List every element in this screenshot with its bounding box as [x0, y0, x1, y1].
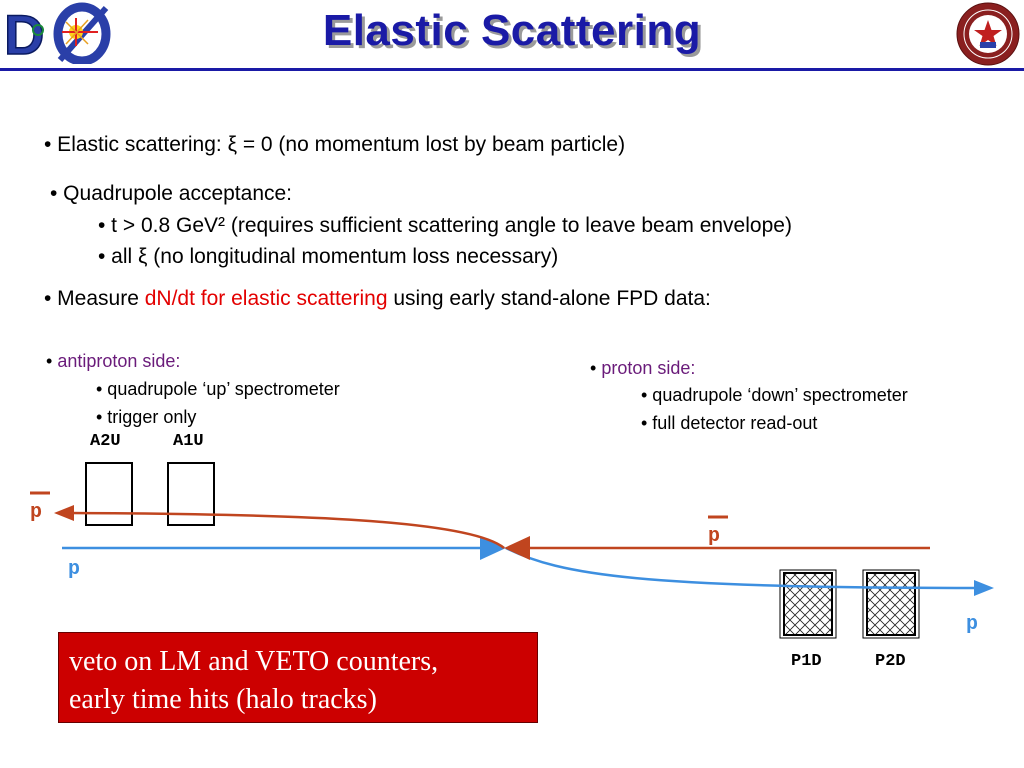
proton-side-label: proton side: [601, 358, 696, 378]
scattered-proton-track [505, 546, 981, 590]
bullet-measure: • Measure dN/dt for elastic scattering u… [44, 287, 711, 311]
scattered-proton-arrowhead [974, 580, 994, 596]
veto-note-line2: early time hits (halo tracks) [69, 684, 377, 715]
bullet-measure-suffix: using early stand-alone FPD data: [387, 287, 711, 310]
label-p2d: P2D [875, 652, 906, 671]
bullet-quadrupole-acceptance: • Quadrupole acceptance: [50, 182, 293, 205]
label-pbar-left: p [30, 501, 43, 524]
proton-item-readout: • full detector read-out [641, 413, 818, 433]
label-a2u: A2U [90, 432, 121, 451]
label-a1u: A1U [173, 432, 204, 451]
antiproton-bullet: • [46, 351, 58, 371]
university-seal-icon [956, 2, 1020, 66]
scattered-antiproton-track [69, 511, 505, 549]
scattered-antiproton-arrowhead [54, 505, 74, 521]
detector-a2u [85, 462, 133, 526]
antiproton-beam-arrowhead [504, 536, 530, 560]
detector-p2d [862, 569, 920, 639]
label-p-left: p [68, 558, 81, 581]
bullet-measure-prefix: • Measure [44, 287, 145, 310]
label-p-right: p [966, 613, 979, 636]
antiproton-item-spectrometer: • quadrupole ‘up’ spectrometer [96, 379, 340, 399]
antiproton-side-heading: • antiproton side: [46, 351, 180, 372]
label-pbar-right: p [708, 525, 721, 548]
sub-bullet-t-threshold: • t > 0.8 GeV² (requires sufficient scat… [98, 214, 792, 237]
sub-bullet-all-xi: • all ξ (no longitudinal momentum loss n… [98, 245, 559, 268]
title-underline [0, 68, 1024, 71]
antiproton-item-trigger: • trigger only [96, 407, 197, 427]
proton-beam-arrowhead [480, 536, 506, 560]
d0-logo-icon: D [3, 2, 111, 64]
proton-bullet: • [590, 358, 602, 378]
proton-side-heading: • proton side: [590, 358, 695, 379]
svg-text:D: D [4, 3, 44, 64]
veto-note-line1: veto on LM and VETO counters, [69, 646, 439, 677]
veto-note-box: veto on LM and VETO counters, early time… [58, 632, 538, 723]
label-p1d: P1D [791, 652, 822, 671]
proton-item-spectrometer: • quadrupole ‘down’ spectrometer [641, 385, 908, 405]
slide-title: Elastic Scattering [322, 6, 702, 55]
antiproton-side-label: antiproton side: [57, 351, 181, 371]
bullet-elastic-scattering: • Elastic scattering: ξ = 0 (no momentum… [44, 133, 626, 156]
detector-p1d [779, 569, 837, 639]
bullet-measure-highlight: dN/dt for elastic scattering [144, 287, 388, 310]
